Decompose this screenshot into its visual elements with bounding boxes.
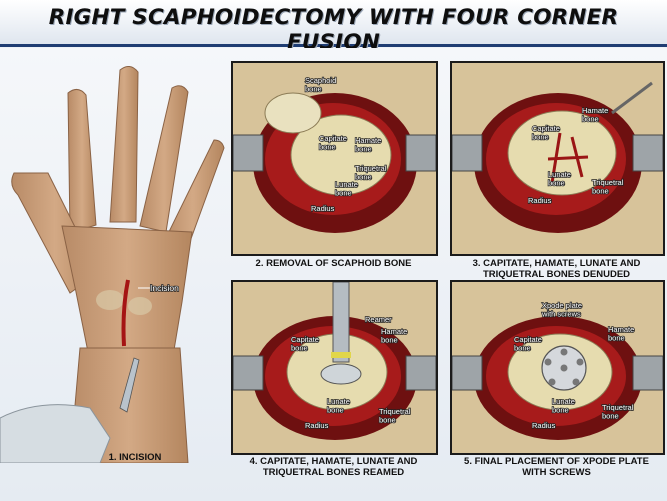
- label-radius: Radius: [311, 204, 335, 213]
- caption-removal: 2. REMOVAL OF SCAPHOID BONE: [255, 258, 412, 269]
- header-bar: RIGHT SCAPHOIDECTOMY WITH FOUR CORNER FU…: [0, 0, 667, 55]
- label-reamer: Reamer: [365, 315, 392, 324]
- label-incision: Incision: [150, 283, 179, 293]
- finger-middle: [109, 66, 139, 223]
- caption-incision: 1. INCISION: [108, 452, 162, 463]
- caption-xpode: 5. FINAL PLACEMENT OF XPODE PLATE WITH S…: [464, 456, 649, 478]
- caption-reamed: 4. CAPITATE, HAMATE, LUNATE AND TRIQUETR…: [249, 456, 418, 478]
- gloved-hand: [0, 404, 111, 464]
- hand-illustration: Incision: [0, 48, 230, 464]
- label-radius: Radius: [305, 421, 329, 430]
- finger-index: [67, 89, 97, 234]
- finger-ring: [139, 85, 189, 233]
- page-title: RIGHT SCAPHOIDECTOMY WITH FOUR CORNER FU…: [48, 5, 619, 55]
- scalpel: [119, 357, 140, 413]
- label-radius: Radius: [532, 421, 556, 430]
- caption-denuded: 3. CAPITATE, HAMATE, LUNATE AND TRIQUETR…: [472, 258, 641, 280]
- incision-cut: [121, 279, 130, 347]
- label-radius: Radius: [528, 196, 552, 205]
